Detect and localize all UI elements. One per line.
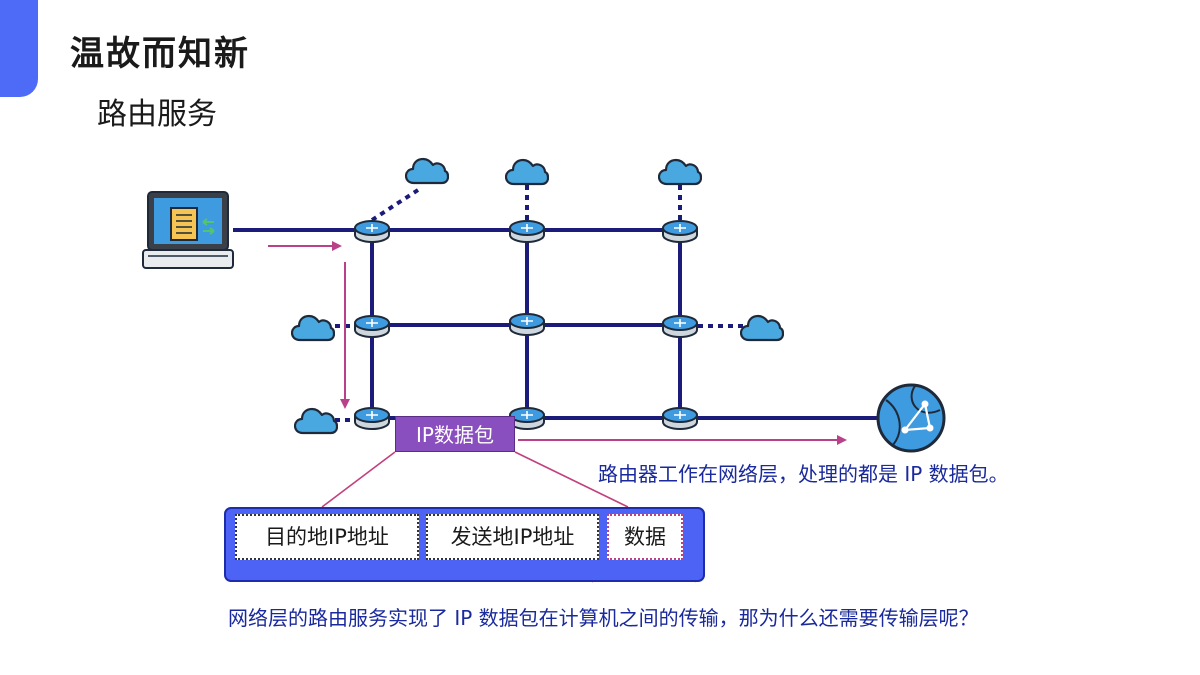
cloud-icon bbox=[405, 157, 449, 185]
page-title: 温故而知新 bbox=[70, 34, 250, 74]
page-subtitle: 路由服务 bbox=[97, 97, 217, 132]
router-icon bbox=[509, 220, 545, 243]
corner-accent-tab bbox=[0, 0, 38, 97]
router-icon bbox=[662, 407, 698, 430]
globe-icon bbox=[876, 383, 946, 453]
route-arrows bbox=[268, 241, 847, 445]
cloud-icon bbox=[740, 314, 784, 342]
router-icon bbox=[354, 315, 390, 338]
cloud-icon bbox=[505, 158, 549, 186]
ip-packet-label: IP数据包 bbox=[395, 416, 515, 452]
cloud-icon bbox=[291, 314, 335, 342]
source-ip-field: 发送地IP地址 bbox=[426, 514, 599, 560]
cloud-links bbox=[335, 185, 745, 422]
router-icon bbox=[354, 407, 390, 430]
laptop-icon bbox=[142, 191, 234, 269]
router-icon bbox=[509, 313, 545, 336]
cloud-icon bbox=[658, 158, 702, 186]
destination-ip-field: 目的地IP地址 bbox=[235, 514, 419, 560]
data-field: 数据 bbox=[607, 514, 683, 560]
router-icon bbox=[662, 220, 698, 243]
router-note: 路由器工作在网络层，处理的都是 IP 数据包。 bbox=[598, 462, 1009, 486]
cloud-icon bbox=[294, 407, 338, 435]
question-note: 网络层的路由服务实现了 IP 数据包在计算机之间的传输，那为什么还需要传输层呢？ bbox=[228, 606, 979, 630]
router-icon bbox=[662, 315, 698, 338]
router-icon bbox=[354, 220, 390, 243]
router-icon bbox=[509, 407, 545, 430]
